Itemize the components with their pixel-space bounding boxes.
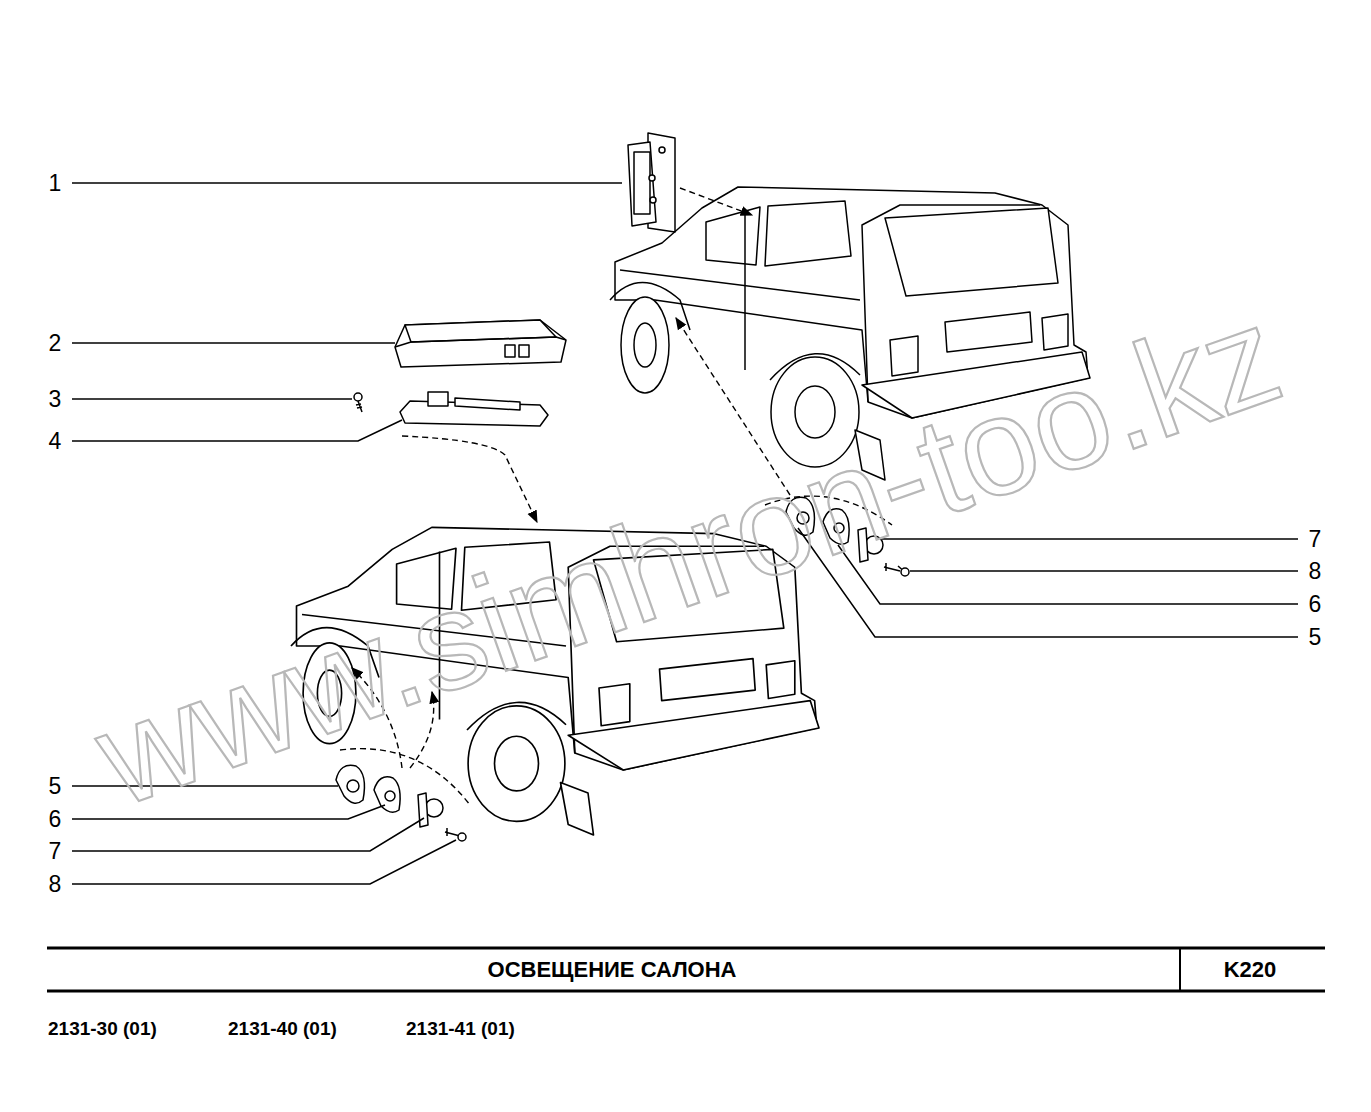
callout-number: 6: [49, 808, 62, 831]
model-code: 2131-30 (01): [48, 1019, 157, 1038]
callout-number: 8: [1309, 560, 1322, 583]
model-code: 2131-40 (01): [228, 1019, 337, 1038]
callout-number: 8: [49, 873, 62, 896]
callout-number: 7: [49, 840, 62, 863]
model-code: 2131-41 (01): [406, 1019, 515, 1038]
leader-lines: [72, 183, 1298, 884]
callout-number: 7: [1309, 528, 1322, 551]
title-frame: [47, 948, 1325, 991]
callout-number: 3: [49, 388, 62, 411]
callout-number: 5: [1309, 626, 1322, 649]
title: ОСВЕЩЕНИЕ САЛОНА: [488, 959, 737, 981]
callout-number: 4: [49, 430, 62, 453]
sheet-code: K220: [1224, 959, 1277, 981]
callout-number: 6: [1309, 593, 1322, 616]
callout-number: 1: [49, 172, 62, 195]
callout-number: 5: [49, 775, 62, 798]
callout-number: 2: [49, 332, 62, 355]
